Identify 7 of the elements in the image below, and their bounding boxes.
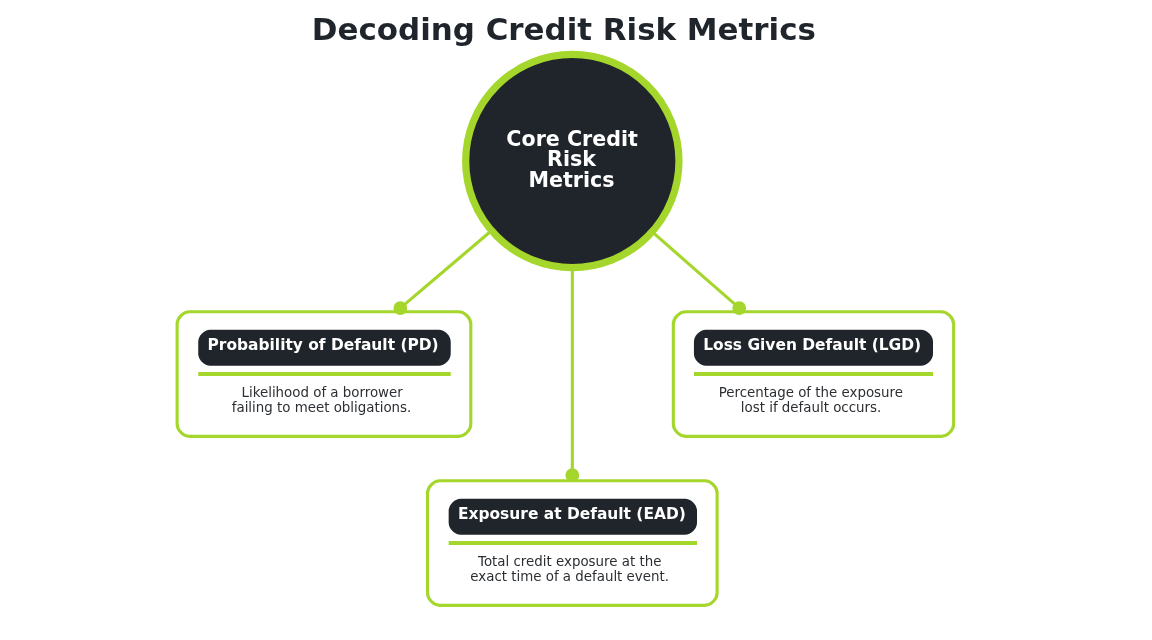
diagram-title: Decoding Credit Risk Metrics — [311, 11, 816, 48]
connector — [650, 230, 746, 315]
node-box: Exposure at Default (EAD) Total credit exposure at the exact time of a default event. — [425, 479, 719, 607]
connector — [392, 229, 493, 316]
node-box: Probability of Default (PD) Likelihood of a borrower failing to meet obligations. — [175, 310, 472, 438]
node-circle: Core Credit Risk Metrics — [461, 50, 683, 272]
node-box: Loss Given Default (LGD) Percentage of the exposure lost if default occurs. — [671, 310, 955, 438]
